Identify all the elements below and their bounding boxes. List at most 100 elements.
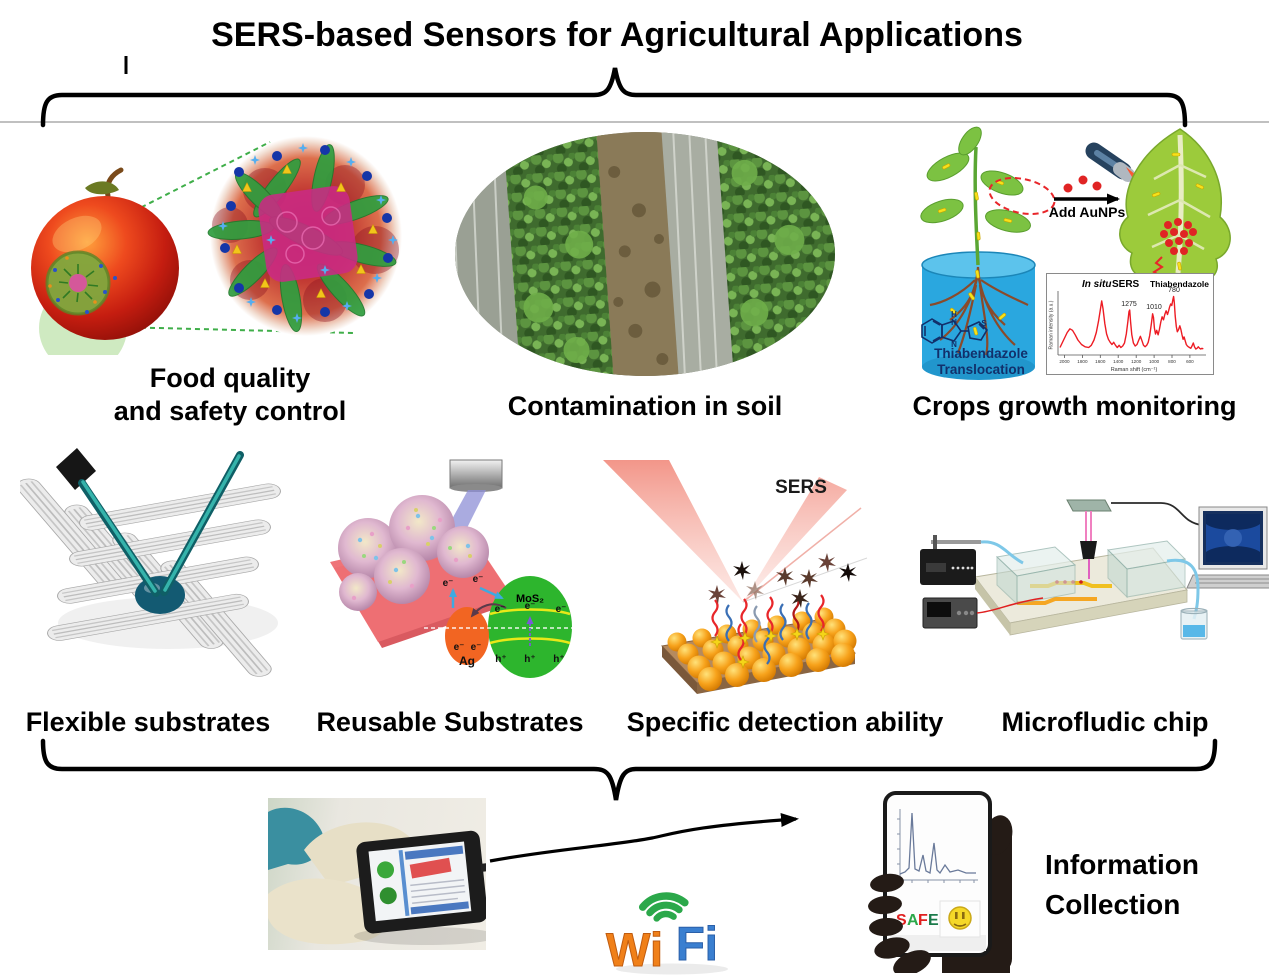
- incident-beam: [603, 460, 743, 602]
- signal-cable: [1111, 502, 1203, 526]
- specific-caption: Specific detection ability: [626, 707, 944, 737]
- peak-1275: 1275: [1121, 301, 1137, 308]
- safe-letter-s: S: [896, 912, 907, 929]
- electron-free-2: e⁻: [473, 574, 484, 585]
- spectrum-title-rest: SERS: [1112, 279, 1140, 290]
- tick-2000: 2000: [1059, 359, 1070, 364]
- food-caption-line1: Food quality: [149, 363, 311, 393]
- electron-ag-2: e⁻: [471, 642, 482, 653]
- flexible-substrate-illustration: [20, 448, 285, 681]
- glove-bottom: [268, 878, 389, 945]
- molecule-label-line2: Translocation: [937, 362, 1025, 377]
- sers-label: SERS: [775, 477, 827, 498]
- electron-free-1: e⁻: [443, 578, 454, 589]
- reusable-caption: Reusable Substrates: [316, 707, 584, 737]
- top-brace: [40, 67, 1188, 128]
- leaf-graphic: [1119, 128, 1231, 294]
- raman-objective: [1066, 499, 1112, 579]
- electron-3: e⁻: [556, 604, 567, 615]
- syringe-pump: [920, 535, 981, 585]
- tick-1200: 1200: [1131, 359, 1142, 364]
- soil-photo: [455, 132, 835, 376]
- peak-labels: 1275 1010 780: [1121, 287, 1180, 311]
- crops-caption: Crops growth monitoring: [912, 391, 1237, 421]
- tick-1400: 1400: [1113, 359, 1124, 364]
- mos2-label: MoS₂: [516, 593, 544, 605]
- structure-atoms: H N N S: [951, 310, 987, 349]
- swab-right: [160, 451, 244, 596]
- safe-indicator: S A F E: [896, 912, 939, 929]
- peak-1010: 1010: [1146, 304, 1162, 311]
- wifi-wi-text: Wi: [606, 923, 663, 976]
- waste-beaker: [1180, 607, 1208, 640]
- atom-h: H: [951, 310, 957, 319]
- add-aunps-label: Add AuNPs: [1049, 204, 1126, 220]
- aunps-cluster: [1160, 218, 1197, 255]
- energy-diagram: MoS₂ e⁻ e⁻ e⁻ h⁺ h⁺ h⁺ e⁻ e⁻ e⁻ e⁻ Ag: [424, 574, 572, 678]
- safe-letter-f: F: [918, 912, 928, 929]
- food-quality-illustration: [31, 136, 402, 355]
- info-collection-label: Information Collection: [1045, 845, 1199, 925]
- inlet-tube: [980, 540, 1024, 565]
- tick-600: 600: [1186, 359, 1194, 364]
- raman-controller: [922, 597, 1044, 629]
- hydroponic-container: [921, 251, 1036, 380]
- add-aunps-step: Add AuNPs: [1049, 175, 1126, 220]
- atom-s: S: [981, 319, 987, 328]
- gold-nanoparticles: [667, 607, 857, 691]
- flexible-caption: Flexible substrates: [25, 707, 271, 737]
- tick-800: 800: [1168, 359, 1176, 364]
- tick-1800: 1800: [1077, 359, 1088, 364]
- safe-letter-e: E: [928, 912, 939, 929]
- peak-780: 780: [1168, 287, 1180, 294]
- safe-letter-a: A: [907, 912, 919, 929]
- electron-2: e⁻: [525, 601, 536, 612]
- electron-1: e⁻: [495, 604, 506, 615]
- soil-caption: Contamination in soil: [507, 391, 783, 421]
- sers-reader: [356, 830, 486, 934]
- bottom-brace: [40, 738, 1218, 801]
- wifi-fi-text: Fi: [676, 917, 718, 970]
- reusable-substrate-illustration: MoS₂ e⁻ e⁻ e⁻ h⁺ h⁺ h⁺ e⁻ e⁻ e⁻ e⁻ Ag: [330, 459, 572, 678]
- ag-label: Ag: [459, 654, 475, 668]
- flow-arrow: [489, 813, 799, 863]
- specific-detection-illustration: SERS: [603, 460, 868, 694]
- swab-left: [56, 448, 160, 597]
- spectrum-title-italic: In situ: [1082, 279, 1111, 290]
- info-line1: Information: [1045, 849, 1199, 880]
- spectrum-trace: [1059, 295, 1204, 350]
- food-caption-line2: and safety control: [113, 396, 347, 426]
- highlight-dashed-ellipse: [988, 177, 1056, 215]
- tick-1600: 1600: [1095, 359, 1106, 364]
- membrane-patch: [258, 186, 358, 282]
- nanoflowers: [338, 495, 489, 611]
- computer-monitor: [1186, 506, 1269, 589]
- sers-spectrum-inset: In situ SERS Thiabendazole Raman intensi…: [1046, 273, 1214, 375]
- atom-n-bottom: N: [951, 340, 957, 349]
- phone-in-hand: S A F E: [868, 791, 1013, 973]
- microfluidic-illustration: [920, 499, 1269, 640]
- nanostructure-graphic: [207, 136, 402, 336]
- fingers-front: [868, 873, 931, 973]
- scatter-ray-1: [742, 507, 862, 603]
- hole-1: h⁺: [495, 654, 506, 665]
- wifi-icon: Wi Fi: [606, 892, 728, 976]
- hole-3: h⁺: [553, 654, 564, 665]
- phone-spectrum-chart: [897, 809, 978, 883]
- field-rows: [455, 132, 835, 376]
- hole-2: h⁺: [524, 654, 535, 665]
- electron-ag-1: e⁻: [454, 642, 465, 653]
- spectrum-annotation: Thiabendazole: [1150, 279, 1209, 289]
- x-tick-labels: 2000 1800 1600 1400 1200 1000 800 600: [1059, 359, 1194, 364]
- atom-n-top: N: [951, 318, 957, 327]
- food-caption: Food quality and safety control: [30, 362, 430, 428]
- smartphone: S A F E: [883, 791, 992, 957]
- smiley-icon: [948, 906, 972, 930]
- x-ticks: [1064, 355, 1191, 358]
- crops-monitoring-illustration: Add AuNPs: [920, 126, 1231, 380]
- microfluidic-caption: Microfludic chip: [1001, 707, 1209, 737]
- tick-1000: 1000: [1149, 359, 1160, 364]
- spectrum-xlabel: Raman shift (cm⁻¹): [1111, 367, 1158, 373]
